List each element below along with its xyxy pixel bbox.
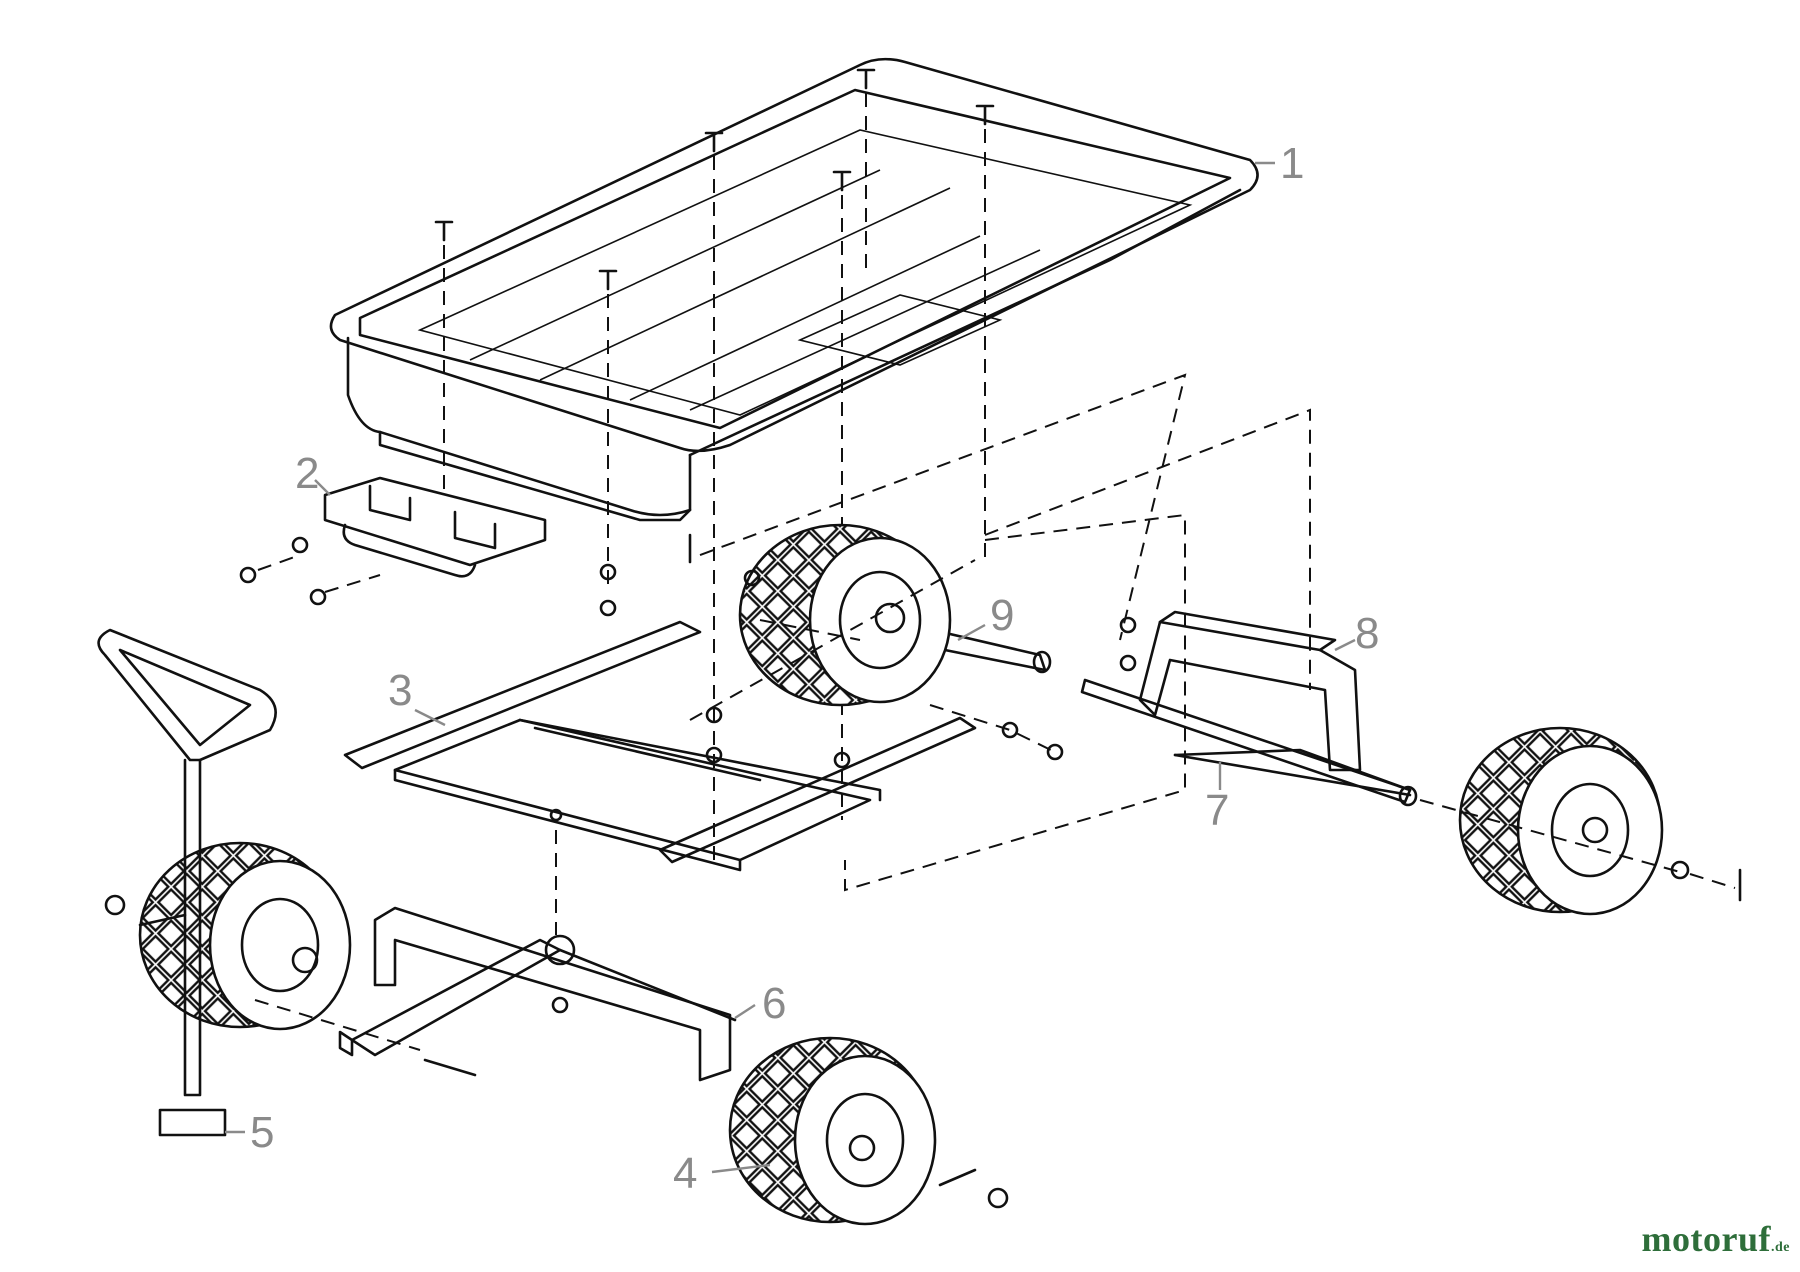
pins (138, 533, 1742, 1187)
watermark-brand: motoruf (1641, 1219, 1771, 1259)
handle (97, 628, 277, 1137)
callout-6: 6 (762, 979, 786, 1028)
callout-4: 4 (673, 1149, 697, 1198)
rear-support-bracket (1138, 610, 1362, 772)
wheel-upper (738, 523, 952, 707)
tub-bracket (239, 476, 547, 606)
front-axle-frame (338, 906, 737, 1082)
assembly-guides (254, 373, 1736, 1051)
callout-2: 2 (295, 449, 319, 498)
bracket-nuts (239, 536, 327, 606)
callout-9: 9 (990, 591, 1014, 640)
callout-3: 3 (388, 666, 412, 715)
brand-watermark: motoruf.de (1642, 1218, 1790, 1260)
callout-8: 8 (1355, 609, 1379, 658)
tub-screws (434, 68, 995, 291)
washers (104, 563, 1690, 1209)
watermark-tld: .de (1771, 1240, 1790, 1255)
tub (329, 57, 1259, 860)
callout-5: 5 (250, 1108, 274, 1157)
tipping-frame (343, 620, 977, 935)
wheel-front (728, 1036, 937, 1226)
rear-axle-frame (1080, 678, 1418, 807)
wheel-left (138, 841, 352, 1031)
wheel-right (1458, 726, 1664, 916)
callouts: 1 2 3 4 5 6 7 8 9 (225, 139, 1379, 1198)
callout-1: 1 (1280, 139, 1304, 188)
callout-7: 7 (1205, 786, 1229, 835)
wheel-axle (888, 618, 1052, 674)
